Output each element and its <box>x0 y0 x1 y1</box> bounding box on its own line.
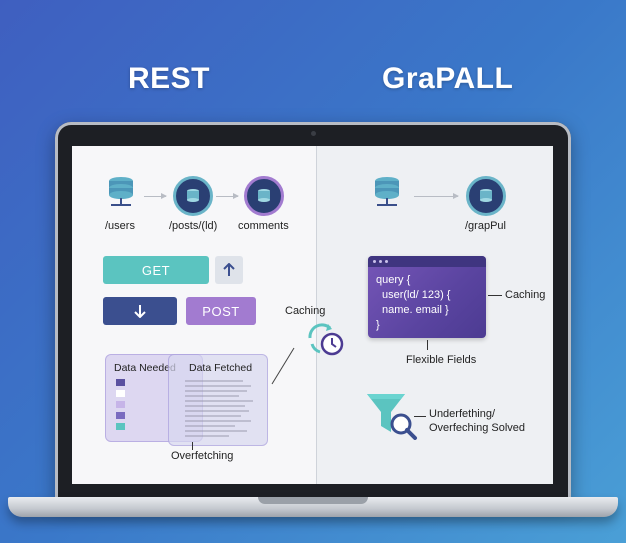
graphql-title: GraPALL <box>382 62 514 95</box>
caching-label: Caching <box>285 305 326 317</box>
rest-title: REST <box>128 62 211 95</box>
arrow-down-icon <box>134 305 146 318</box>
arrow-up-button[interactable] <box>215 256 243 284</box>
code-line: user(ld/ 123) { <box>382 289 451 301</box>
arrow-line <box>144 193 167 199</box>
laptop-base <box>8 497 618 517</box>
code-line: } <box>376 319 380 331</box>
connector-line <box>271 347 295 385</box>
laptop-notch <box>258 497 368 504</box>
post-button[interactable]: POST <box>186 297 256 325</box>
code-line: query { <box>376 274 411 286</box>
flexible-connector <box>427 340 428 350</box>
legend-swatch <box>116 401 125 408</box>
data-fetched-panel: Data Fetched <box>168 354 268 446</box>
query-code-box: query { user(ld/ 123) { name. email } } <box>368 256 486 338</box>
arrow-down-button[interactable] <box>103 297 177 325</box>
caching-connector <box>488 295 502 296</box>
code-line: name. email } <box>382 304 449 316</box>
camera <box>311 131 316 136</box>
arrow-line <box>414 193 459 199</box>
arrow-up-icon <box>223 263 235 276</box>
graphql-endpoint-label: /grapPul <box>465 220 506 232</box>
database-icon <box>109 177 133 206</box>
legend-swatch <box>116 412 125 419</box>
legend-swatch <box>116 423 125 430</box>
legend-swatch <box>116 390 125 397</box>
caching-clock-icon <box>308 323 344 356</box>
endpoint-users-label: /users <box>105 220 135 232</box>
laptop-screen: /users /posts/(ld) comments GET POST Dat… <box>72 146 553 484</box>
get-button[interactable]: GET <box>103 256 209 284</box>
data-needed-title: Data Needed <box>114 362 176 374</box>
fetched-text-lines <box>185 380 253 437</box>
code-window-bar <box>368 256 486 267</box>
endpoint-comments-label: comments <box>238 220 289 232</box>
graphql-node-icon <box>466 176 506 216</box>
arrow-line <box>216 193 239 199</box>
solved-label-line1: Underfething/ <box>429 408 496 420</box>
solved-label-line2: Overfeching Solved <box>429 422 525 434</box>
database-icon <box>375 177 399 206</box>
flexible-fields-label: Flexible Fields <box>406 354 477 366</box>
funnel-search-icon <box>367 394 417 440</box>
comments-node-icon <box>244 176 284 216</box>
graphql-caching-label: Caching <box>505 289 546 301</box>
overfetching-caption: Overfetching <box>171 450 234 462</box>
pane-divider <box>316 146 317 484</box>
endpoint-posts-label: /posts/(ld) <box>169 220 218 232</box>
posts-node-icon <box>173 176 213 216</box>
data-fetched-title: Data Fetched <box>189 362 253 374</box>
legend-swatch <box>116 379 125 386</box>
overfetch-pointer <box>192 442 193 450</box>
solved-connector <box>414 416 426 417</box>
